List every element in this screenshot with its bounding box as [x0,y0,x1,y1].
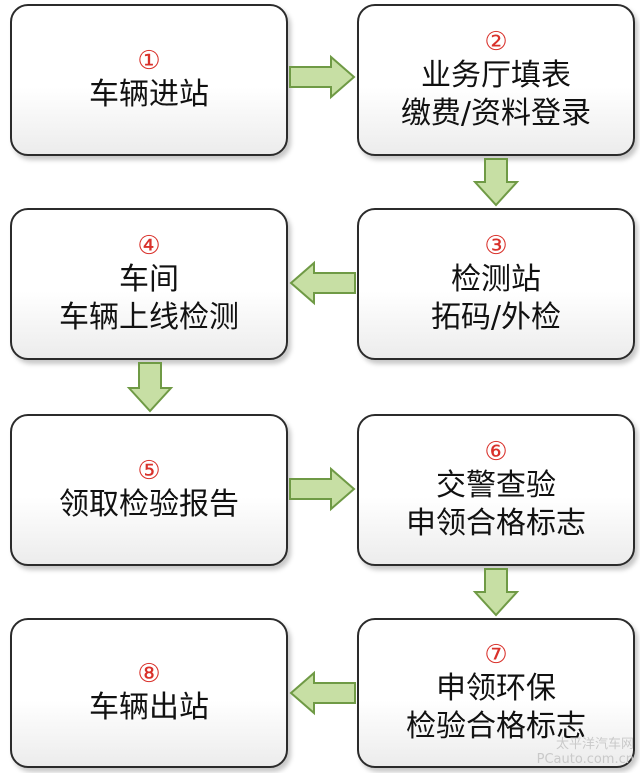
step-6-box: ⑥ 交警查验 申领合格标志 [357,414,635,566]
step-1-box: ① 车辆进站 [10,4,288,156]
step-5-label: 领取检验报告 [59,487,239,522]
step-8-number: ⑧ [137,659,161,689]
step-3-label-line-2: 拓码/外检 [430,300,562,335]
watermark-line-1: 太平洋汽车网 [555,737,634,752]
step-5-number: ⑤ [137,456,161,486]
watermark: 太平洋汽车网 PCauto.com.cn [537,737,634,767]
step-6-label-line-1: 交警查验 [436,468,556,503]
step-4-label-line-1: 车间 [119,262,179,297]
step-2-label-line-1: 业务厅填表 [421,58,571,93]
step-1-label: 车辆进站 [89,77,209,112]
step-4-number: ④ [137,231,161,261]
arrow-left-3-to-4 [289,260,356,306]
step-7-number: ⑦ [484,640,508,670]
step-8-box: ⑧ 车辆出站 [10,618,288,768]
step-4-label-line-2: 车辆上线检测 [59,300,239,335]
arrow-right-5-to-6 [289,466,356,512]
arrow-right-1-to-2 [289,54,356,100]
step-4-box: ④ 车间 车辆上线检测 [10,208,288,360]
watermark-line-2: PCauto.com.cn [536,752,634,767]
step-6-number: ⑥ [484,437,508,467]
step-3-label-line-1: 检测站 [451,262,541,297]
step-2-box: ② 业务厅填表 缴费/资料登录 [357,4,635,156]
step-7-label-line-1: 申领环保 [436,671,556,706]
step-8-label: 车辆出站 [89,690,209,725]
arrow-down-6-to-7 [472,568,520,617]
step-6-label-line-2: 申领合格标志 [406,506,586,541]
step-2-number: ② [484,27,508,57]
step-5-box: ⑤ 领取检验报告 [10,414,288,566]
step-7-label-line-2: 检验合格标志 [406,709,586,744]
step-7-box: ⑦ 申领环保 检验合格标志 [357,618,635,768]
arrow-down-2-to-3 [472,158,520,207]
step-3-box: ③ 检测站 拓码/外检 [357,208,635,360]
step-3-number: ③ [484,231,508,261]
step-2-label-line-2: 缴费/资料登录 [400,96,592,131]
arrow-down-4-to-5 [126,362,174,413]
step-1-number: ① [137,46,161,76]
arrow-left-7-to-8 [289,670,356,716]
